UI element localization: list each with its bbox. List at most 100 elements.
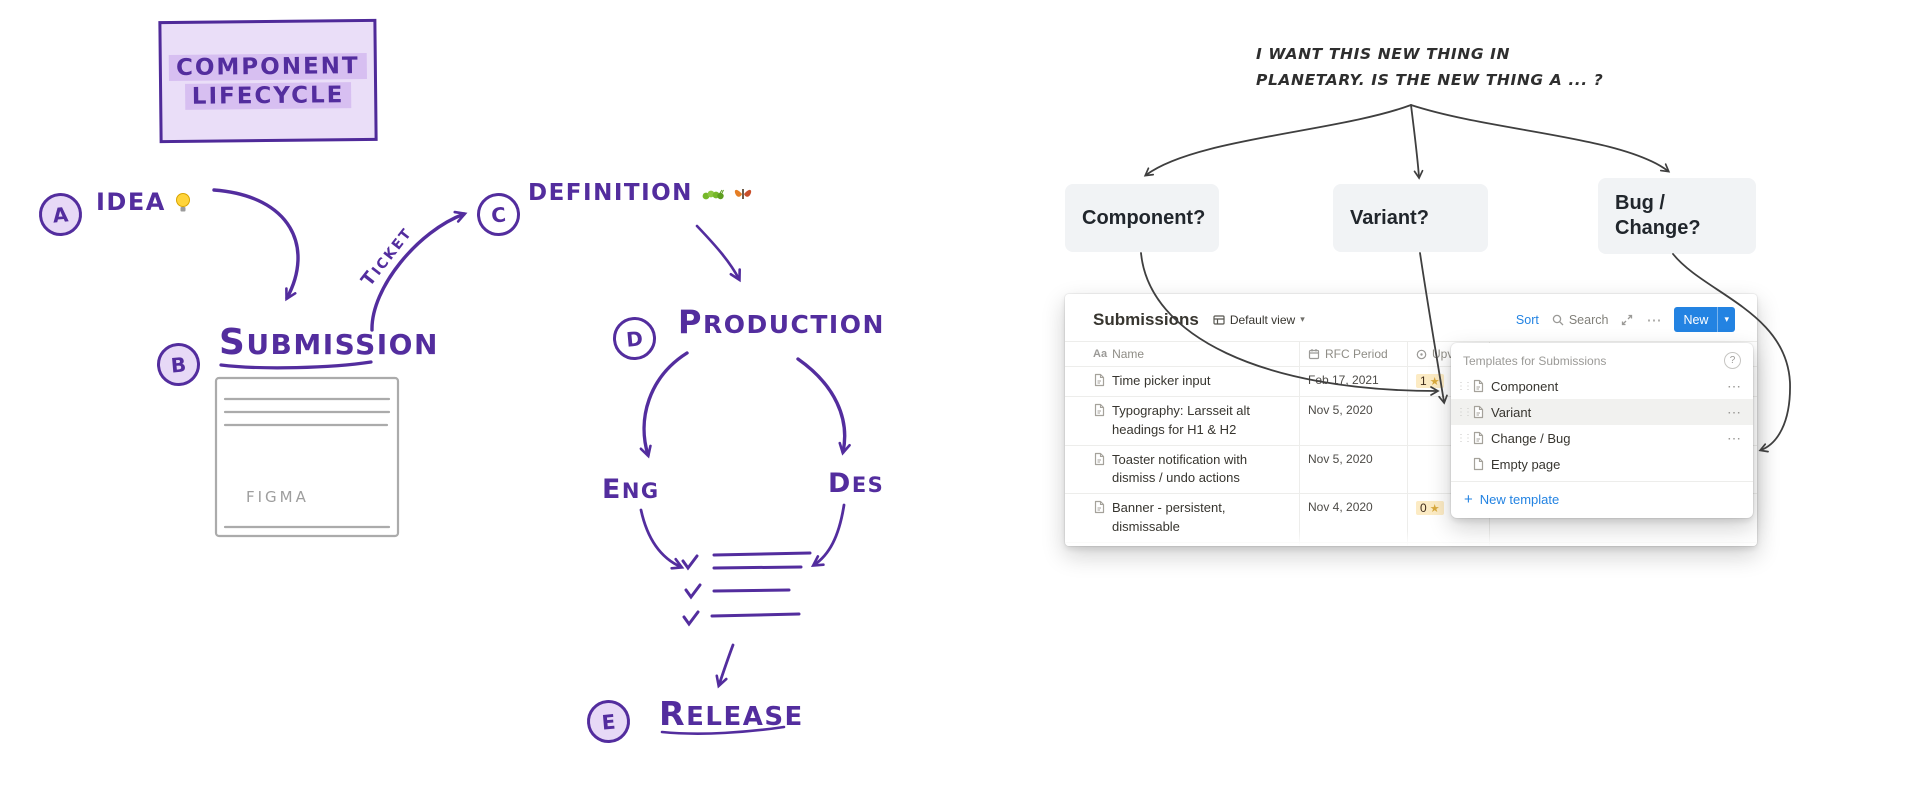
row-rfc[interactable]: Nov 5, 2020 [1300, 396, 1408, 445]
step-badge-b: B [155, 341, 202, 388]
drag-handle-icon[interactable]: ⋮⋮ [1456, 406, 1473, 418]
step-badge-d: D [611, 315, 658, 362]
step-badge-a: A [37, 191, 84, 238]
table-row: Convert components to variants Oct 28, 2… [1065, 542, 1757, 546]
drag-handle-icon[interactable]: ⋮⋮ [1456, 432, 1473, 444]
diagram-title-line1: Component [168, 52, 367, 81]
plus-icon: + [1464, 491, 1473, 508]
arrow-checklist-to-release [715, 643, 735, 689]
option-box-component: Component? [1065, 184, 1219, 252]
expand-icon [1622, 314, 1633, 325]
arrow-des-to-checklist [810, 503, 846, 568]
sort-button[interactable]: Sort [1515, 312, 1539, 327]
page-icon [1473, 379, 1484, 393]
help-icon[interactable]: ? [1724, 352, 1741, 369]
expand-button[interactable] [1621, 314, 1633, 326]
step-badge-e: E [585, 698, 632, 745]
question-text: I want this new thing in Planetary. Is t… [1256, 42, 1603, 93]
new-template-button[interactable]: + New template [1464, 491, 1560, 508]
diagram-title-box: Component Lifecycle [158, 18, 378, 144]
rollup-icon [1416, 349, 1427, 359]
card-header: Submissions Default view ▾ Sort Search [1065, 294, 1757, 341]
search-button[interactable]: Search [1552, 313, 1608, 327]
view-label: Default view [1229, 312, 1296, 327]
question-line2: Planetary. Is the new thing a ... ? [1256, 70, 1604, 89]
popup-title: Templates for Submissions [1463, 353, 1607, 368]
page-icon [1473, 405, 1484, 419]
more-icon[interactable]: ⋯ [1727, 429, 1741, 446]
arrow-production-to-eng [639, 351, 689, 459]
question-line1: I want this new thing in [1256, 45, 1511, 63]
column-header-name[interactable]: Aa Name [1093, 342, 1300, 366]
row-rfc[interactable]: Nov 4, 2020 [1300, 494, 1408, 542]
calendar-icon [1308, 349, 1320, 360]
text-property-icon: Aa [1093, 348, 1108, 360]
row-upvotes[interactable]: 2 ★ [1408, 542, 1490, 546]
step-label-release: Release [659, 694, 804, 733]
butterfly-icon [734, 188, 752, 199]
page-title: Submissions [1093, 309, 1199, 329]
arrow-definition-to-production [695, 224, 741, 283]
arrow-question-to-component [1143, 104, 1412, 177]
arrow-idea-to-submission [212, 188, 300, 302]
row-upvotes[interactable]: 0 ★ [1408, 494, 1490, 542]
row-name-toaster[interactable]: Toaster notification with dismiss / undo… [1093, 445, 1300, 494]
templates-popup: Templates for Submissions ? ⋮⋮ Component… [1451, 343, 1753, 518]
column-header-rfc-period[interactable]: RFC Period [1300, 342, 1408, 366]
arrow-eng-to-checklist [639, 508, 685, 570]
toolbar: Sort Search ⋯ New ▾ [1516, 307, 1735, 332]
arrow-question-to-variant [1410, 104, 1424, 180]
step-badge-c: C [475, 191, 522, 238]
row-rfc[interactable]: Nov 5, 2020 [1300, 445, 1408, 494]
option-box-variant: Variant? [1333, 184, 1488, 252]
step-label-definition: Definition [528, 180, 753, 206]
arrow-question-to-bug [1410, 104, 1671, 173]
table-row: Typography: Larsseit alt headings for H1… [1065, 396, 1757, 446]
des-label: Des [828, 468, 885, 499]
template-item-variant[interactable]: ⋮⋮ Variant ⋯ [1451, 399, 1753, 425]
figma-wireframe-sketch [214, 376, 400, 538]
eng-label: Eng [602, 474, 660, 505]
page-icon [1094, 501, 1105, 514]
page-icon [1094, 403, 1105, 416]
table-row: Toaster notification with dismiss / undo… [1065, 445, 1757, 495]
new-button[interactable]: New ▾ [1674, 307, 1735, 332]
row-rfc[interactable]: Oct 28, 2020 [1300, 542, 1408, 546]
lightbulb-icon [175, 192, 190, 211]
row-name-typography[interactable]: Typography: Larsseit alt headings for H1… [1093, 396, 1300, 445]
page-icon [1473, 431, 1484, 445]
caterpillar-icon [702, 189, 724, 200]
ticket-label: Ticket [357, 225, 416, 291]
more-icon[interactable]: ⋯ [1727, 403, 1741, 420]
template-item-change-bug[interactable]: ⋮⋮ Change / Bug ⋯ [1456, 429, 1741, 446]
row-name-banner[interactable]: Banner - persistent, dismissable [1093, 494, 1300, 542]
chevron-down-icon: ▾ [1724, 314, 1729, 324]
page-icon [1094, 373, 1105, 387]
table-view-icon [1213, 314, 1225, 325]
step-label-production: Production [678, 303, 885, 341]
search-icon [1552, 314, 1564, 325]
blank-page-icon [1473, 457, 1484, 471]
row-name-time-picker[interactable]: Time picker input [1093, 367, 1300, 396]
drag-handle-icon[interactable]: ⋮⋮ [1456, 380, 1473, 392]
diagram-title-line2: Lifecycle [184, 81, 352, 110]
template-item-component[interactable]: ⋮⋮ Component ⋯ [1456, 377, 1741, 394]
row-status[interactable]: Released [1490, 543, 1757, 546]
figma-label: Figma [246, 488, 309, 506]
popup-divider [1451, 481, 1753, 482]
star-icon: ★ [1429, 502, 1440, 515]
step-label-idea: Idea [96, 188, 192, 216]
more-button[interactable]: ⋯ [1646, 311, 1662, 329]
row-rfc[interactable]: Feb 17, 2021 [1300, 367, 1408, 396]
star-icon: ★ [1429, 375, 1440, 388]
page-icon [1094, 452, 1105, 465]
template-item-empty-page[interactable]: Empty page [1451, 451, 1753, 477]
view-select[interactable]: Default view ▾ [1213, 313, 1305, 327]
row-name-convert-components[interactable]: Convert components to variants [1093, 542, 1300, 546]
option-box-bug-change: Bug / Change? [1598, 178, 1756, 254]
step-label-submission: Submission [219, 322, 439, 363]
more-icon[interactable]: ⋯ [1727, 377, 1741, 394]
checklist-sketch [681, 551, 812, 627]
chevron-down-icon: ▾ [1300, 314, 1305, 324]
